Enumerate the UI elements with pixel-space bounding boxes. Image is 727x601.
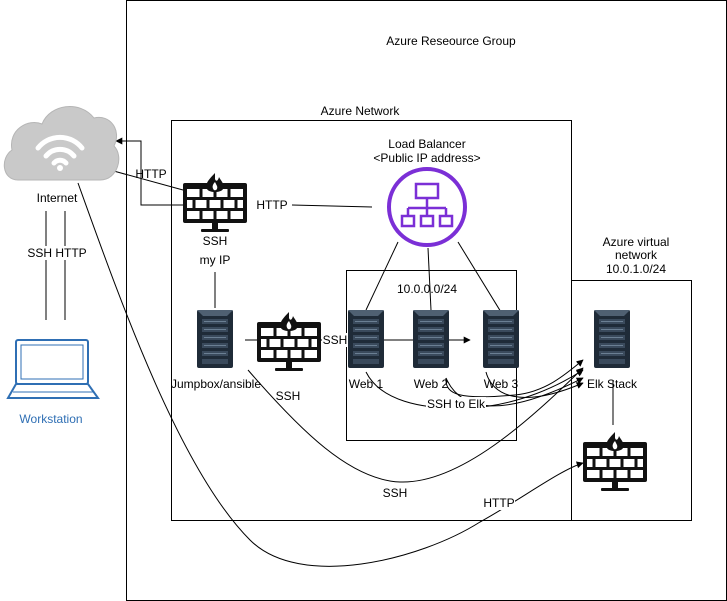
resource-group-box xyxy=(126,0,727,601)
jumpbox-label: Jumpbox/ansible xyxy=(171,377,261,391)
web3-label: Web 3 xyxy=(484,377,519,391)
vnet-label-line1: Azure virtual xyxy=(603,235,670,249)
server-icon xyxy=(412,309,450,369)
vnet-label-line2: network xyxy=(615,248,658,262)
ssh-jumpbox-label: SSH xyxy=(276,389,301,403)
web1-label: Web 1 xyxy=(349,377,384,391)
vnet-label-line3: 10.0.1.0/24 xyxy=(606,262,666,276)
resource-group-label: Azure Reseource Group xyxy=(386,34,516,48)
firewall-icon xyxy=(255,310,323,373)
server-icon xyxy=(347,309,385,369)
load-balancer-icon xyxy=(387,167,467,247)
laptop-icon xyxy=(6,339,100,399)
virtual-network-box xyxy=(571,280,692,521)
web2-label: Web 2 xyxy=(414,377,449,391)
elk-label: Elk Stack xyxy=(587,377,638,391)
internet-label: Internet xyxy=(37,191,78,205)
public-ip-label: <Public IP address> xyxy=(373,151,480,165)
workstation-label: Workstation xyxy=(19,412,82,426)
firewall-icon xyxy=(181,171,249,234)
server-icon xyxy=(593,309,631,369)
http-bottom-label: HTTP xyxy=(483,496,514,510)
ssh-to-elk-label: SSH to Elk xyxy=(427,397,486,411)
server-icon xyxy=(196,309,234,369)
ssh-bottom-label: SSH xyxy=(383,486,408,500)
connectors xyxy=(45,137,614,567)
cloud-wifi-icon xyxy=(3,106,120,181)
ssh-fw-label: SSH xyxy=(203,234,228,248)
http-internet-label: HTTP xyxy=(135,167,166,181)
ssh-fw2-label: SSH xyxy=(323,333,348,347)
my-ip-label: my IP xyxy=(200,253,231,267)
ssh-http-label: SSH HTTP xyxy=(27,246,86,260)
azure-network-label: Azure Network xyxy=(321,104,401,118)
subnet-label: 10.0.0.0/24 xyxy=(397,282,457,296)
load-balancer-label: Load Balancer xyxy=(388,137,465,151)
server-icon xyxy=(482,309,520,369)
firewall-icon xyxy=(581,430,649,493)
http-fw-lb-label: HTTP xyxy=(256,198,287,212)
